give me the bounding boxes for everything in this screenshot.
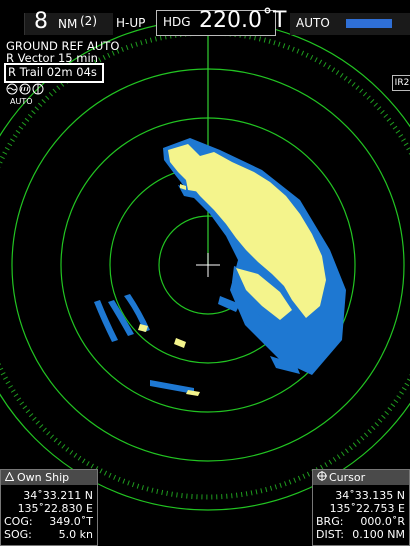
echo-returns-strong: [138, 144, 326, 396]
cursor-header: Cursor: [313, 470, 409, 485]
sea-clutter-icon: [6, 83, 18, 95]
cursor-panel[interactable]: Cursor 34˚33.135 N 135˚22.753 E BRG: 000…: [312, 469, 410, 546]
gain-mode[interactable]: AUTO: [296, 16, 330, 30]
orientation-mode[interactable]: H-UP: [116, 16, 146, 30]
cog-value: 349.0˚T: [49, 515, 93, 528]
gain-level-bar[interactable]: [346, 19, 392, 28]
own-ship-icon: [4, 470, 17, 485]
ground-ref-status[interactable]: GROUND REF AUTO: [6, 39, 120, 53]
range-ring-interval: (2): [80, 14, 97, 28]
own-ship-header: Own Ship: [1, 470, 97, 485]
range-panel[interactable]: [24, 13, 113, 35]
cog-label: COG:: [4, 515, 33, 528]
heading-value: 220.0˚T: [199, 8, 287, 33]
cursor-title: Cursor: [329, 471, 366, 484]
dist-label: DIST:: [316, 528, 344, 541]
cursor-lon: 135˚22.753 E: [329, 502, 405, 515]
range-unit: NM: [58, 17, 78, 31]
sog-value: 5.0 kn: [58, 528, 93, 541]
own-ship-title: Own Ship: [17, 471, 70, 484]
own-ship-lat: 34˚33.211 N: [23, 489, 93, 502]
sog-label: SOG:: [4, 528, 32, 541]
brg-label: BRG:: [316, 515, 344, 528]
cursor-lat: 34˚33.135 N: [335, 489, 405, 502]
range-value[interactable]: 8: [34, 9, 48, 34]
cursor-crosshair[interactable]: [196, 253, 220, 277]
vector-status[interactable]: R Vector 15 min: [6, 51, 98, 65]
tune-icon: [32, 83, 44, 95]
own-ship-panel[interactable]: Own Ship 34˚33.211 N 135˚22.830 E COG: 3…: [0, 469, 98, 546]
own-ship-lon: 135˚22.830 E: [17, 502, 93, 515]
brg-value: 000.0˚R: [360, 515, 405, 528]
rain-clutter-icon: [19, 83, 31, 95]
interference-rejection-badge[interactable]: IR2: [392, 75, 410, 91]
cursor-crosshair-icon: [317, 470, 329, 485]
trail-status: R Trail 02m 04s: [8, 65, 97, 79]
clutter-auto-label: AUTO: [10, 97, 33, 106]
heading-panel: [156, 10, 276, 36]
trail-status-box[interactable]: [4, 63, 104, 83]
rain-sea-clutter-icons[interactable]: [6, 83, 46, 95]
top-bar: 8 NM (2) H-UP HDG 220.0˚T AUTO: [0, 0, 410, 36]
dist-value: 0.100 NM: [352, 528, 405, 541]
heading-label: HDG: [163, 15, 191, 29]
